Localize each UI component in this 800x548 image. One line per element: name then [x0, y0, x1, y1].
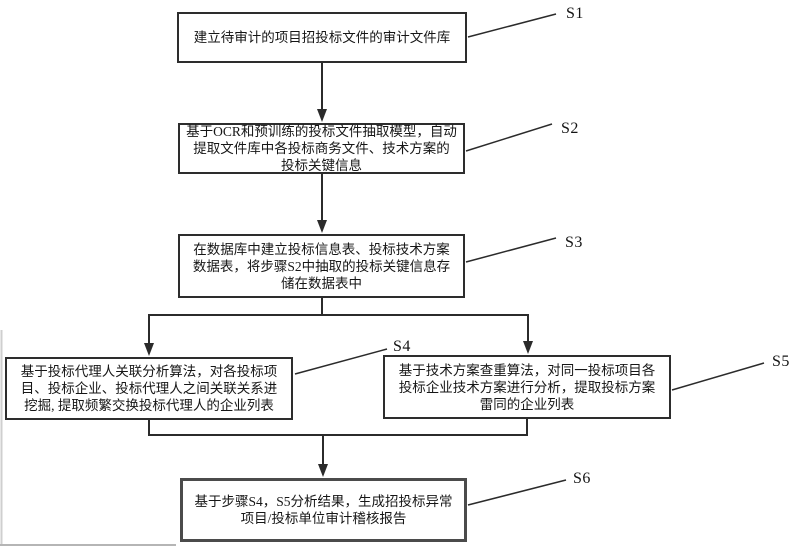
leader-line-s6 — [467, 479, 567, 506]
flow-node-step3: 在数据库中建立投标信息表、投标技术方案 数据表，将步骤S2中抽取的投标关键信息存… — [178, 234, 465, 298]
flow-node-step4: 基于投标代理人关联分析算法，对各投标项 目、投标企业、投标代理人之间关联关系进 … — [5, 357, 293, 420]
flow-node-step5: 基于技术方案查重算法，对同一投标项目各 投标企业技术方案进行分析，提取投标方案 … — [383, 355, 671, 419]
leader-line-s5 — [671, 362, 765, 391]
arrow-step1-to-step2 — [317, 63, 327, 122]
step-label-s6: S6 — [573, 470, 591, 487]
flow-node-step1: 建立待审计的项目招投标文件的审计文件库 — [177, 12, 467, 63]
leader-line-s2 — [465, 123, 553, 152]
leader-line-s3 — [465, 237, 557, 263]
branch-step3-to-step4-step5 — [144, 298, 533, 356]
step-label-s2: S2 — [561, 120, 579, 137]
step-label-s4: S4 — [393, 338, 411, 355]
step-label-s5: S5 — [772, 353, 790, 370]
merge-step4-step5-to-step6 — [148, 419, 528, 477]
leader-line-s4 — [294, 348, 388, 375]
step-label-s3: S3 — [565, 234, 583, 251]
step-label-s1: S1 — [566, 5, 584, 22]
leader-line-s1 — [467, 13, 557, 38]
flow-node-step6: 基于步骤S4，S5分析结果，生成招投标异常 项目/投标单位审计稽核报告 — [180, 478, 467, 542]
flow-node-step2: 基于OCR和预训练的投标文件抽取模型，自动 提取文件库中各投标商务文件、技术方案… — [178, 123, 465, 174]
arrow-step2-to-step3 — [317, 174, 327, 233]
